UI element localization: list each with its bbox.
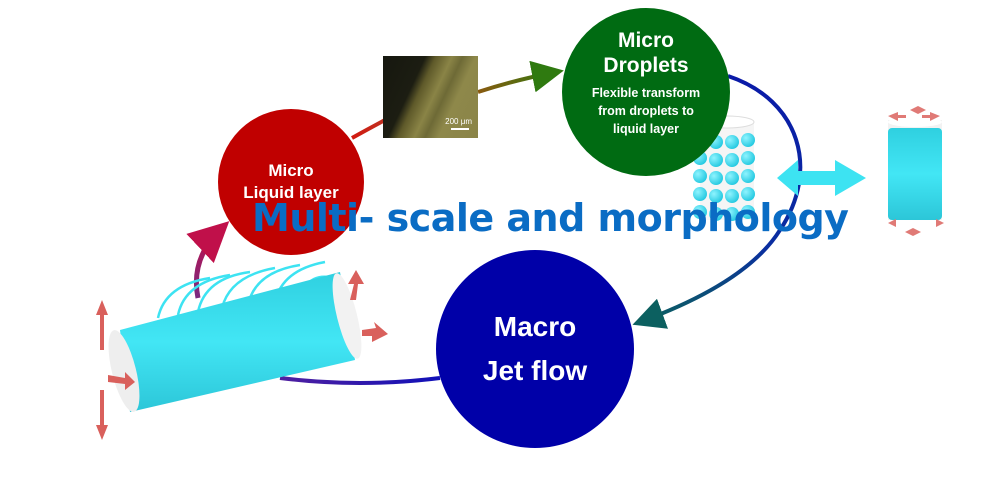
arrow-micrograph-to-droplets <box>477 60 564 94</box>
node-description-line1: Flexible transform <box>591 86 701 100</box>
node-label-line2: Liquid layer <box>243 183 339 202</box>
jet-flow-cylinder-illustration <box>96 260 388 440</box>
droplets <box>693 133 755 221</box>
node-macro-jet-flow: Macro Jet flow <box>436 250 634 448</box>
arrow-cylinder-to-liquid <box>186 221 230 299</box>
scale-bar <box>451 128 469 130</box>
node-label-line1: Micro <box>617 29 674 52</box>
node-label-line2: Jet flow <box>482 355 588 386</box>
scale-bar-label: 200 μm <box>445 117 472 126</box>
arrow-liquid-to-micrograph <box>351 118 386 140</box>
node-description-line2: from droplets to <box>598 104 694 118</box>
node-label-line1: Macro <box>493 311 577 342</box>
double-arrow-icon <box>777 160 866 196</box>
node-label-line2: Droplets <box>603 54 689 77</box>
stretch-arrow-icons <box>96 270 388 440</box>
node-label-line1: Micro <box>268 161 314 180</box>
node-micro-droplets: Micro Droplets Flexible transform from d… <box>562 8 730 176</box>
node-description-line3: liquid layer <box>613 122 679 136</box>
diagram-title: Multi- scale and morphology <box>252 196 849 240</box>
arrow-jet-to-cylinder <box>279 376 441 385</box>
node-micro-liquid-layer: Micro Liquid layer <box>218 109 364 255</box>
micrograph-image: 200 μm <box>383 56 478 138</box>
arrow-droplets-to-jet <box>632 74 803 329</box>
stretch-arrow-icons <box>888 106 944 236</box>
liquid-layer-cylinder-illustration <box>888 106 944 236</box>
